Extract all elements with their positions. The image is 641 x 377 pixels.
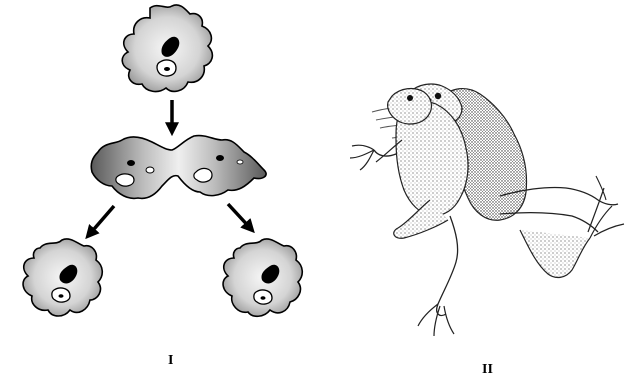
eye [435,93,441,99]
nucleus-right [216,155,224,161]
panel-label-ii: II [482,363,493,377]
daughter-amoeba-right [223,239,302,316]
arrow-right [228,204,252,230]
eye [407,95,413,101]
nucleus-left [127,160,135,166]
panel-label-i: I [168,354,173,368]
daughter-amoeba-left [23,239,102,316]
vacuole-left [116,174,134,186]
panel-ii-frogs [350,84,624,336]
panel-i-binary-fission [23,5,302,316]
arrow-left [88,206,114,236]
dividing-amoeba [91,136,266,199]
parent-amoeba [122,5,212,92]
